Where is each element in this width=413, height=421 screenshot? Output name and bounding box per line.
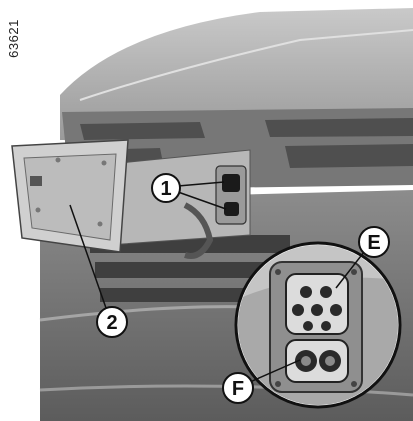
flap-screw-1 [55,157,61,163]
leader-line-1-lower [177,191,227,210]
callout-2: 2 [96,306,128,338]
callout-f: F [222,372,254,404]
cable-hook [183,202,214,259]
callout-e-label: E [367,232,380,254]
dc-pin-right-core [325,356,335,366]
callout-1-label: 1 [160,178,171,200]
vehicle-hood [60,8,413,140]
socket-upper-plug [222,174,240,192]
callout-f-label: F [232,378,244,400]
leader-line-1-upper [177,181,225,187]
flap-latch [30,176,42,186]
hood-crease-line [79,29,413,101]
dc-pin-left-core [301,356,311,366]
flap-screw-2 [101,160,107,166]
socket-lower-plug [224,202,239,216]
flap-screw-3 [35,207,41,213]
flap-screw-4 [97,221,103,227]
socket-detail-inset [234,241,402,409]
callout-2-label: 2 [106,312,117,334]
leader-line-f [249,359,301,383]
leader-line-e [335,251,365,289]
callout-1: 1 [151,173,181,203]
ac-socket-pins [292,286,342,331]
flap-inner-panel [23,153,117,241]
leader-line-2 [69,204,107,309]
callout-e: E [358,226,390,258]
